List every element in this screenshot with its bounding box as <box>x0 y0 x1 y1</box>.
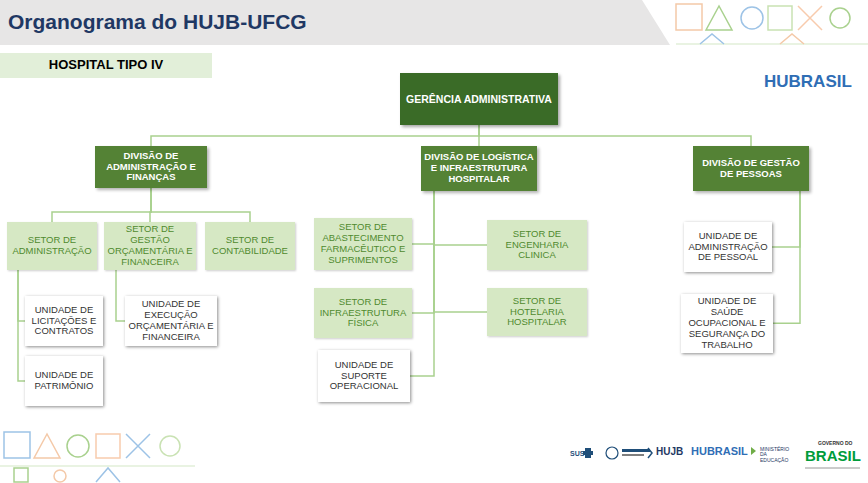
corner-pattern <box>0 432 195 482</box>
sector-box: SETOR DE HOTELARIA HOSPITALAR <box>487 288 587 336</box>
box-label: UNIDADE DE LICITAÇÕES E CONTRATOS <box>28 305 100 338</box>
box-label: UNIDADE DE SAÚDE OCUPACIONAL E SEGURANÇA… <box>684 296 770 351</box>
box-label: SETOR DE CONTABILIDADE <box>208 235 292 257</box>
logo-text: SUS <box>570 450 584 457</box>
sector-box: SETOR DE INFRAESTRUTURA FÍSICA <box>314 288 412 338</box>
box-label: DIVISÃO DE GESTÃO DE PESSOAS <box>696 158 806 180</box>
org-connector <box>773 191 800 323</box>
unit-box: UNIDADE DE SUPORTE OPERACIONAL <box>318 350 410 402</box>
unit-box: UNIDADE DE PATRIMÔNIO <box>25 356 103 406</box>
section-band: HOSPITAL TIPO IV <box>0 53 212 78</box>
division-box: DIVISÃO DE ADMINISTRAÇÃO E FINANÇAS <box>95 146 207 188</box>
box-label: DIVISÃO DE ADMINISTRAÇÃO E FINANÇAS <box>98 151 204 184</box>
org-connector <box>52 188 151 222</box>
logo-text: BRASIL <box>805 448 861 464</box>
box-label: UNIDADE DE EXECUÇÃO ORÇAMENTÁRIA E FINAN… <box>128 299 214 343</box>
org-connector <box>412 191 434 313</box>
unit-box: UNIDADE DE LICITAÇÕES E CONTRATOS <box>25 296 103 346</box>
box-label: SETOR DE INFRAESTRUTURA FÍSICA <box>317 297 409 330</box>
box-label: SETOR DE GESTÃO ORÇAMENTÁRIA E FINANCEIR… <box>107 224 193 268</box>
sector-box: SETOR DE ABASTECIMENTO FARMACÊUTICO E SU… <box>314 218 412 270</box>
org-connector <box>18 270 25 381</box>
org-connector <box>410 191 434 376</box>
box-label: GERÊNCIA ADMINISTRATIVA <box>406 93 552 105</box>
corner-pattern <box>676 4 868 44</box>
division-box: DIVISÃO DE LOGÍSTICA E INFRAESTRUTURA HO… <box>421 146 537 191</box>
org-connector <box>434 191 487 312</box>
logo-text: MINISTÉRIO DA EDUCAÇÃO <box>760 447 796 463</box>
logo-text: GOVERNO DO <box>818 441 852 446</box>
box-label: HOSPITAL TIPO IV <box>49 58 163 73</box>
box-label: UNIDADE DE PATRIMÔNIO <box>28 370 100 392</box>
logo-strip <box>583 442 860 468</box>
sector-box: SETOR DE GESTÃO ORÇAMENTÁRIA E FINANCEIR… <box>104 222 196 270</box>
org-connector <box>772 191 800 247</box>
unit-box: UNIDADE DE SAÚDE OCUPACIONAL E SEGURANÇA… <box>681 294 773 353</box>
unit-box: UNIDADE DE ADMINISTRAÇÃO DE PESSOAL <box>684 222 772 272</box>
title-band <box>0 0 670 45</box>
sector-box: SETOR DE ENGENHARIA CLINICA <box>487 220 587 270</box>
box-label: SETOR DE HOTELARIA HOSPITALAR <box>490 296 584 329</box>
org-connector <box>18 270 25 321</box>
box-label: DIVISÃO DE LOGÍSTICA E INFRAESTRUTURA HO… <box>424 152 534 185</box>
org-connector <box>479 125 751 146</box>
division-box: DIVISÃO DE GESTÃO DE PESSOAS <box>693 146 809 191</box>
sector-box: SETOR DE ADMINISTRAÇÃO <box>7 222 97 270</box>
logo-text: HUBRASIL <box>764 73 852 91</box>
box-label: SETOR DE ENGENHARIA CLINICA <box>490 229 584 262</box>
org-connector <box>478 125 480 146</box>
org-connector <box>412 191 434 244</box>
org-connector <box>150 188 151 222</box>
org-connector <box>151 188 250 222</box>
box-label: SETOR DE ADMINISTRAÇÃO <box>10 235 94 257</box>
org-connector <box>434 191 487 245</box>
box-label: UNIDADE DE SUPORTE OPERACIONAL <box>321 360 407 393</box>
box-label: UNIDADE DE ADMINISTRAÇÃO DE PESSOAL <box>687 231 769 264</box>
org-connector <box>151 125 479 146</box>
unit-box: UNIDADE DE EXECUÇÃO ORÇAMENTÁRIA E FINAN… <box>125 296 217 346</box>
sector-box: SETOR DE CONTABILIDADE <box>205 222 295 270</box>
management-box: GERÊNCIA ADMINISTRATIVA <box>400 73 558 125</box>
logo-text: HUBRASIL <box>691 446 748 458</box>
page-title: Organograma do HUJB-UFCG <box>8 10 307 34</box>
logo-text: HUJB <box>656 447 683 458</box>
org-connector <box>116 270 125 321</box>
box-label: SETOR DE ABASTECIMENTO FARMACÊUTICO E SU… <box>317 222 409 266</box>
